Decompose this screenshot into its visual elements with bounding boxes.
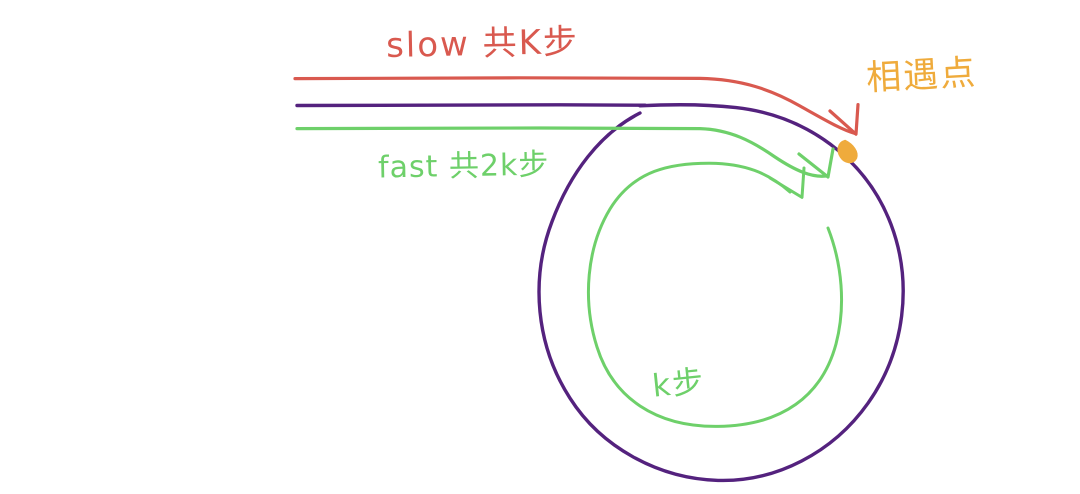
- list-tail-line: [295, 103, 647, 108]
- fast-pointer-arrowhead-icon: [797, 147, 835, 179]
- fast-pointer-line: [295, 126, 828, 178]
- fast-path-label: fast 共2k步: [377, 147, 550, 186]
- inner-loop-arc: [586, 161, 844, 428]
- fast-pointer-group: [295, 126, 835, 179]
- meeting-point-marker: [837, 139, 858, 164]
- slow-pointer-group: [293, 76, 860, 136]
- slow-pointer-arrowhead-icon: [828, 103, 860, 136]
- slow-pointer-line: [293, 76, 857, 135]
- meeting-point-label: 相遇点: [865, 53, 979, 99]
- cycle-length-label: k步: [650, 363, 708, 405]
- slow-path-label: slow 共K步: [385, 21, 580, 67]
- inner-loop-arrowhead-icon: [768, 166, 806, 199]
- meeting-point-dot-icon: [837, 139, 858, 164]
- cycle-circle: [537, 103, 905, 483]
- cycle-traversal-group: [586, 161, 844, 428]
- cycle-purple-group: [295, 103, 905, 483]
